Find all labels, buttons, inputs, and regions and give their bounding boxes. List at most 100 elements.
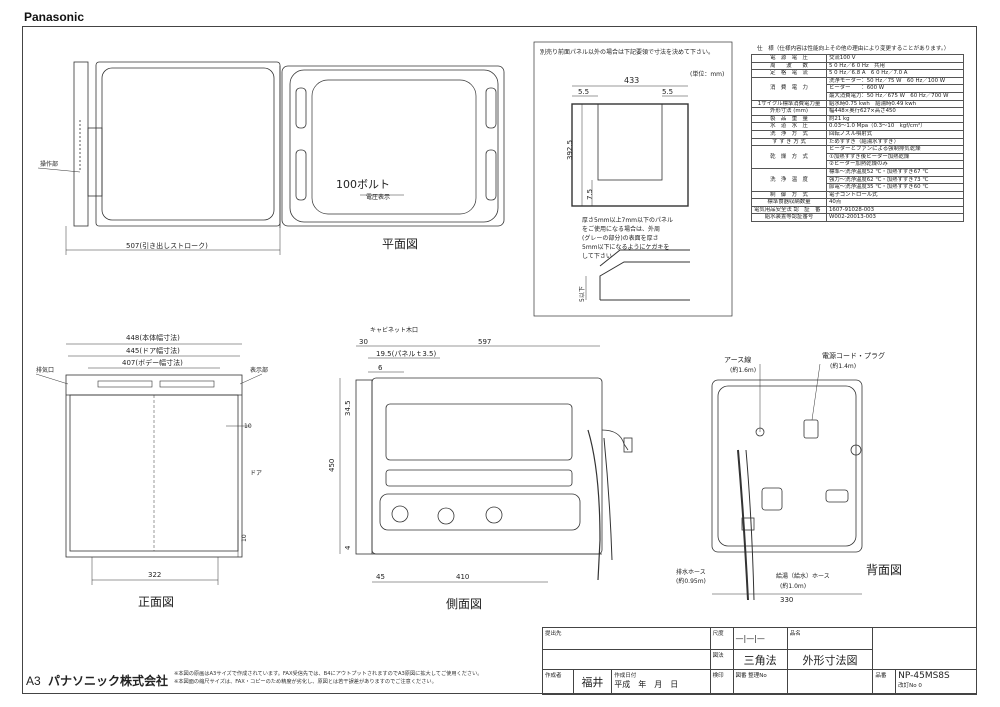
panel-note-1: 厚さ5mm以上7mm以下のパネル bbox=[582, 216, 673, 224]
stroke-dim: 507(引き出しストローク) bbox=[126, 241, 208, 250]
drawing-no-value bbox=[786, 669, 874, 695]
model-number: NP-45MS8S bbox=[898, 671, 950, 681]
spec-value: 40点 bbox=[826, 198, 964, 207]
spec-key: 電 源 電 圧 bbox=[751, 54, 827, 63]
side-dim-30: 30 bbox=[359, 338, 368, 346]
side-dim-410: 410 bbox=[456, 573, 469, 581]
earth-len: (約1.6m) bbox=[730, 366, 756, 374]
panel-note-4: 5mm以下になるようにケガキを bbox=[582, 243, 670, 251]
spec-value: 標準～洗浄温度52 ℃・加熱すすぎ67 ℃ bbox=[826, 167, 964, 177]
side-dim-45: 45 bbox=[376, 573, 385, 581]
spec-value: 節電～洗浄温度35 ℃・加熱すすぎ60 ℃ bbox=[826, 183, 964, 192]
side-dim-597: 597 bbox=[478, 338, 491, 346]
spec-value: W002-20013-003 bbox=[826, 213, 964, 223]
exhaust-label: 排気口 bbox=[36, 366, 54, 374]
scale-symbol: —|—|— bbox=[732, 627, 788, 650]
spec-key: 洗 浄 方 式 bbox=[751, 129, 827, 139]
model-label: 品番 bbox=[872, 669, 897, 695]
back-dim-330: 330 bbox=[780, 596, 793, 604]
cutout-margin-left: 5.5 bbox=[578, 88, 589, 96]
spec-key: 給水装置等認証番号 bbox=[751, 213, 827, 223]
scale-label: 尺度 bbox=[709, 627, 734, 650]
drawing-no-label: 図番 整理No bbox=[732, 669, 788, 695]
spec-row: 電 源 電 圧交流100 V bbox=[751, 54, 964, 63]
spec-value: 洗浄モーター：50 Hz／75 W 60 Hz／100 W bbox=[826, 76, 964, 86]
spec-row: 消 費 電 力洗浄モーター：50 Hz／75 W 60 Hz／100 W bbox=[751, 76, 964, 101]
cutout-bottom: 7.5 bbox=[586, 189, 594, 200]
spec-value: 幅448×奥行627×高さ450 bbox=[826, 107, 964, 116]
cutout-height: 392.5 bbox=[566, 140, 574, 160]
creator-label: 作成者 bbox=[542, 669, 574, 695]
footer-company: A3 パナソニック株式会社 bbox=[26, 672, 168, 689]
footer-note-1: ※本図の原画はA3サイズで作成されています。FAX受信先では、B4にアウトプット… bbox=[174, 671, 483, 677]
spec-key: 乾 燥 方 式 bbox=[751, 145, 827, 169]
check-label: 検印 bbox=[709, 669, 734, 695]
front-view bbox=[35, 343, 263, 585]
side-view bbox=[339, 345, 633, 583]
spec-key: 周 波 数 bbox=[751, 61, 827, 71]
spec-key: 洗 浄 温 度 bbox=[751, 167, 827, 192]
drawing-name: 外形寸法図 bbox=[786, 649, 874, 670]
earth-label: アース線 bbox=[724, 355, 751, 364]
front-view-title: 正面図 bbox=[138, 595, 174, 609]
front-dim-10b: 10 bbox=[241, 534, 248, 542]
spec-value: 0.03～1.0 Mpa（0.3～10 kgf/cm²） bbox=[826, 122, 964, 131]
spec-value: 電子コントロール式 bbox=[826, 190, 964, 200]
destination-label: 提出先 bbox=[542, 627, 711, 650]
side-dim-345: 34.5 bbox=[344, 400, 352, 416]
spec-key: す す ぎ 方 式 bbox=[751, 137, 827, 147]
side-dim-6: 6 bbox=[378, 364, 383, 372]
cabinet-label: キャビネット木口 bbox=[370, 326, 418, 334]
spec-row: 洗 浄 方 式回転ノズル噴射式 bbox=[751, 129, 964, 139]
spec-value: ためすすぎ（給湯水すすぎ） bbox=[826, 137, 964, 147]
panel-note-5: して下さい bbox=[582, 253, 612, 260]
spec-value: ヒーター ：600 W bbox=[826, 84, 964, 93]
footer-notes: ※本図の原画はA3サイズで作成されています。FAX受信先では、B4にアウトプット… bbox=[174, 670, 544, 686]
spec-key: 水 道 水 圧 bbox=[751, 122, 827, 131]
spec-value: 5 0 Hz／6.8 A 6 0 Hz／7.0 A bbox=[826, 69, 964, 78]
revision-label: 改訂No bbox=[898, 683, 917, 689]
power-len: (約1.4m) bbox=[830, 362, 856, 370]
cutout-box bbox=[533, 41, 733, 317]
voltage-text: 100ボルト bbox=[336, 178, 390, 191]
title-spacer bbox=[872, 627, 977, 670]
side-dim-4: 4 bbox=[344, 545, 352, 550]
supply-label: 給湯（給水）ホース bbox=[776, 572, 830, 580]
drain-label: 排水ホース bbox=[676, 568, 706, 576]
cutout-unit: (単位：mm) bbox=[690, 70, 724, 78]
spec-row: 1サイクル標準消費電力量給水時0.75 kwh 給湯時0.49 kwh bbox=[751, 99, 964, 109]
cutout-margin-right: 5.5 bbox=[662, 88, 673, 96]
back-view bbox=[711, 363, 863, 601]
spec-row: 製 品 重 量約21 kg bbox=[751, 114, 964, 124]
cutout-width: 433 bbox=[624, 76, 639, 85]
spec-value: 約21 kg bbox=[826, 114, 964, 124]
spec-key: 標準食器収納数量 bbox=[751, 198, 827, 207]
operation-label: 操作部 bbox=[40, 160, 58, 168]
projection-value: 三角法 bbox=[732, 649, 788, 670]
creator-name: 福井 bbox=[572, 669, 613, 695]
name-label: 品名 bbox=[786, 627, 874, 650]
drawing-frame bbox=[22, 26, 977, 694]
spec-value: 交流100 V bbox=[826, 54, 964, 63]
indicator-label: 表示部 bbox=[250, 366, 268, 374]
spec-key: 製 品 重 量 bbox=[751, 114, 827, 124]
spec-value: ①加熱すすぎ後ヒーター加熱乾燥 bbox=[826, 152, 964, 162]
plan-view bbox=[37, 61, 505, 255]
spec-value: 最大消費電力：50 Hz／675 W 60 Hz／700 W bbox=[826, 91, 964, 101]
spec-value: 1607-91028-003 bbox=[826, 205, 964, 215]
cutout-note: 別売り前面パネル以外の場合は下記要領で寸法を決めて下さい。 bbox=[540, 48, 714, 56]
side-dim-panel: 19.5(パネルｔ3.5) bbox=[376, 350, 436, 358]
date-cell: 作成日付平成 年 月 日 bbox=[611, 669, 711, 695]
voltage-note: 電圧表示 bbox=[366, 193, 390, 201]
panel-note-3: (グレーの部分)の表面を厚さ bbox=[582, 234, 659, 242]
spec-value: ②ヒーター加熱乾燥のみ bbox=[826, 160, 964, 169]
thickness-label: 5以下 bbox=[579, 286, 586, 302]
spec-value: 回転ノズル噴射式 bbox=[826, 129, 964, 139]
door-label: ドア bbox=[250, 470, 262, 477]
